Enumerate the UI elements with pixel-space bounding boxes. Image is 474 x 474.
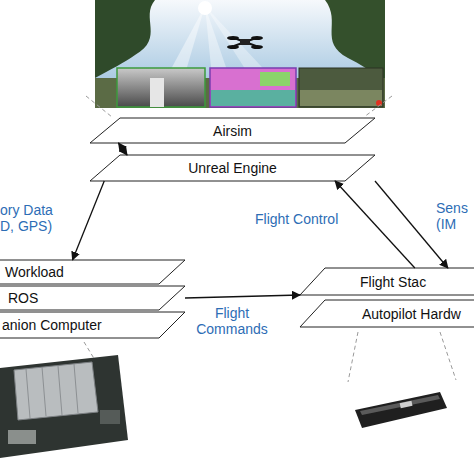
guide-line	[364, 96, 392, 117]
segmentation-patch	[211, 90, 295, 106]
drone-rotor	[251, 45, 263, 49]
heatsink	[14, 362, 98, 420]
plane-label: Autopilot Hardw	[362, 300, 461, 327]
plane-shape	[0, 260, 185, 284]
sun	[198, 1, 212, 15]
layer-plane: Unreal Engine	[90, 155, 375, 181]
guide-line	[440, 332, 456, 380]
flow-arrow	[185, 295, 300, 298]
drone-body	[240, 39, 250, 45]
layer-plane: Flight Stac	[300, 268, 474, 295]
plane-shape	[300, 268, 474, 295]
layer-plane: Airsim	[90, 118, 375, 143]
segmentation-view	[210, 68, 296, 107]
layer-plane: Autopilot Hardw	[300, 300, 474, 327]
edge-label: Flight Commands	[192, 305, 272, 337]
autopilot-board	[355, 392, 447, 428]
flow-arrow	[335, 181, 415, 268]
computer-board	[0, 355, 128, 458]
plane-label: Unreal Engine	[90, 155, 375, 181]
plane-shape	[0, 312, 185, 338]
drone-rotor	[251, 36, 263, 40]
camera-view	[299, 68, 383, 107]
layer-plane: anion Computer	[0, 312, 185, 338]
depth-path	[150, 78, 164, 107]
heatsink-fin	[58, 366, 62, 415]
camera-ground	[300, 90, 382, 106]
edge-label: Flight Control	[255, 211, 355, 227]
edge-label: Sens (IM	[436, 200, 474, 232]
sim-sky	[95, 0, 385, 108]
flow-arrow	[119, 143, 128, 155]
autopilot-logo	[400, 401, 413, 408]
segmentation-patch	[260, 72, 290, 86]
plane-label: Airsim	[90, 118, 375, 143]
plane-label: ROS	[8, 286, 38, 310]
board-connector	[8, 430, 36, 444]
heatsink-fin	[26, 369, 30, 418]
drone-rotor	[227, 36, 239, 40]
guide-line	[348, 332, 358, 382]
plane-label: Workload	[5, 260, 64, 284]
flow-arrow	[73, 181, 105, 260]
layer-plane: ROS	[0, 286, 185, 310]
record-dot	[376, 100, 382, 106]
board-connector	[100, 410, 120, 424]
guide-line	[86, 96, 112, 117]
plane-shape	[0, 286, 185, 310]
autopilot-stripe	[360, 395, 440, 415]
edge-label: ory Data D, GPS)	[0, 202, 64, 234]
plane-label: Flight Stac	[360, 268, 426, 295]
layer-plane: Workload	[0, 260, 185, 284]
sun-ray	[205, 6, 300, 108]
plane-shape	[90, 118, 375, 143]
plane-shape	[300, 300, 474, 327]
heatsink-fin	[42, 367, 46, 416]
depth-view	[117, 68, 205, 107]
plane-shape	[90, 155, 375, 181]
plane-label: anion Computer	[2, 312, 102, 338]
heatsink-fin	[74, 364, 78, 413]
tree-silhouette	[95, 0, 155, 78]
drone-rotor	[227, 45, 239, 49]
